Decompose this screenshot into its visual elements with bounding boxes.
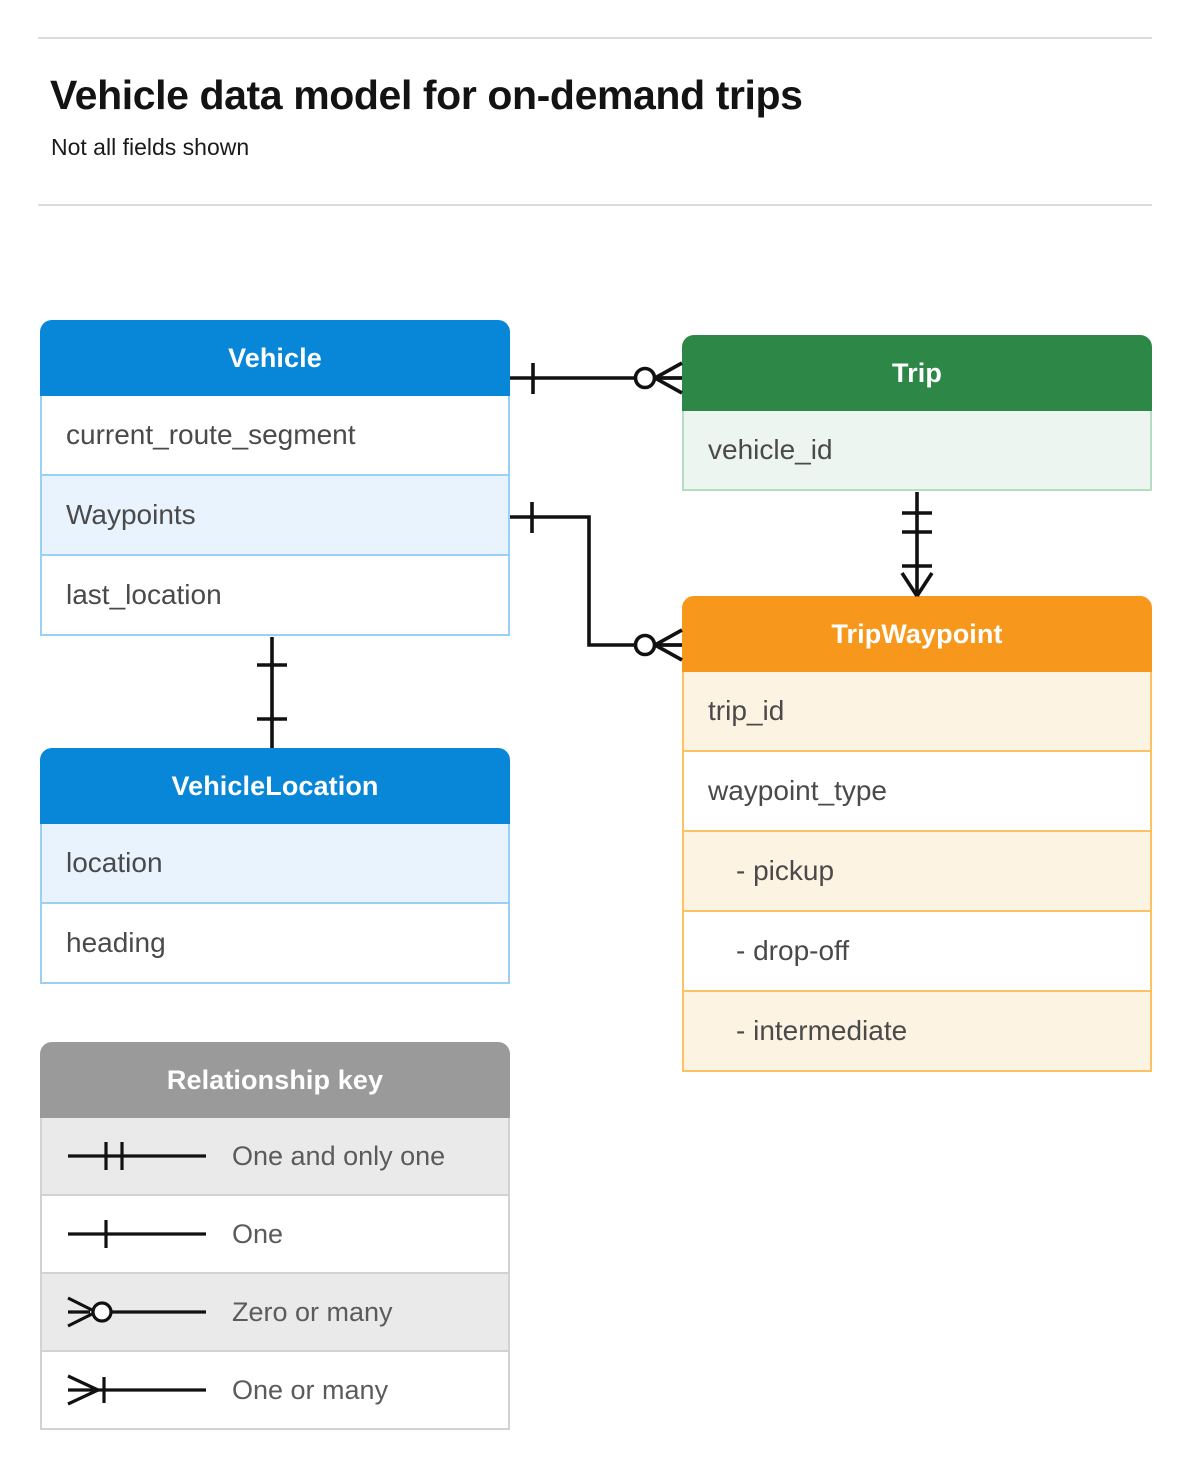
entity-vehicle-fields: current_route_segment Waypoints last_loc… [40,396,510,636]
entity-trip[interactable]: Trip vehicle_id [682,335,1152,491]
field-row[interactable]: vehicle_id [682,411,1152,491]
legend-title: Relationship key [40,1042,510,1118]
field-row[interactable]: trip_id [682,672,1152,752]
header-divider-top [38,37,1152,39]
field-row[interactable]: current_route_segment [40,396,510,476]
page-subtitle: Not all fields shown [51,134,250,160]
field-row[interactable]: location [40,824,510,904]
entity-vehicle-location-fields: location heading [40,824,510,984]
legend-label: One [232,1218,284,1249]
legend-row-one-and-only-one: One and only one [40,1118,510,1196]
entity-trip-waypoint-fields: trip_id waypoint_type - pickup - drop-of… [682,672,1152,1072]
one-and-only-one-icon [42,1136,232,1176]
legend-row-one: One [40,1196,510,1274]
entity-vehicle-location-title: VehicleLocation [40,748,510,824]
one-icon [42,1214,232,1254]
legend-label: Zero or many [232,1296,393,1327]
entity-trip-waypoint-title: TripWaypoint [682,596,1152,672]
page-title: Vehicle data model for on-demand trips [50,72,803,118]
entity-vehicle[interactable]: Vehicle current_route_segment Waypoints … [40,320,510,636]
legend-label: One and only one [232,1140,446,1171]
field-row[interactable]: - drop-off [682,912,1152,992]
entity-trip-fields: vehicle_id [682,411,1152,491]
entity-trip-waypoint[interactable]: TripWaypoint trip_id waypoint_type - pic… [682,596,1152,1072]
connector-vehicle-to-vehicle-location [257,637,287,748]
field-row[interactable]: heading [40,904,510,984]
legend-label: One or many [232,1374,389,1405]
field-row[interactable]: waypoint_type [682,752,1152,832]
field-row[interactable]: Waypoints [40,476,510,556]
connector-trip-to-trip-waypoint [900,492,934,597]
connector-vehicle-to-trip [510,361,683,395]
one-or-many-icon [42,1370,232,1410]
header-divider-bottom [38,204,1152,206]
entity-vehicle-location[interactable]: VehicleLocation location heading [40,748,510,984]
entity-vehicle-title: Vehicle [40,320,510,396]
entity-trip-title: Trip [682,335,1152,411]
zero-or-many-icon [42,1292,232,1332]
connector-waypoints-to-trip-waypoint [510,502,683,662]
legend-row-zero-or-many: Zero or many [40,1274,510,1352]
relationship-key-legend: Relationship key One and only one [40,1042,510,1430]
field-row[interactable]: - pickup [682,832,1152,912]
legend-row-one-or-many: One or many [40,1352,510,1430]
field-row[interactable]: last_location [40,556,510,636]
field-row[interactable]: - intermediate [682,992,1152,1072]
